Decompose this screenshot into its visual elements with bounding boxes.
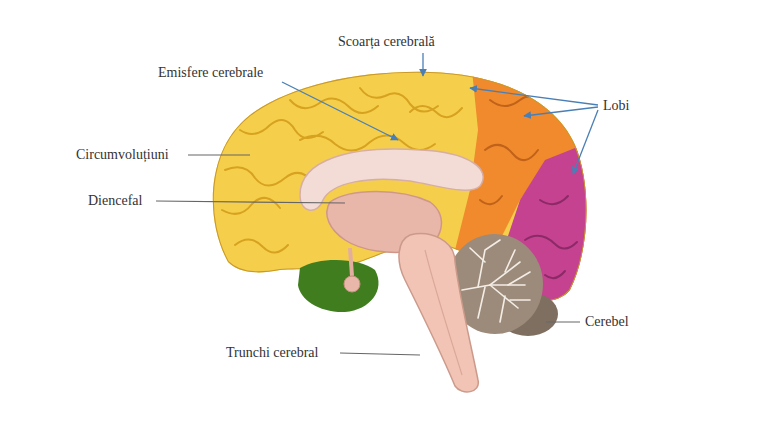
- brainstem-detail: [425, 250, 462, 375]
- part-label: Circumvoluțiuni: [76, 147, 169, 163]
- part-label: Cerebel: [585, 314, 629, 330]
- pituitary: [344, 276, 360, 292]
- part-label: Diencefal: [88, 193, 142, 209]
- part-label: Lobi: [603, 98, 629, 114]
- part-label: Trunchi cerebral: [226, 345, 318, 361]
- leader-lines: [156, 155, 580, 355]
- cerebrum: [180, 50, 620, 330]
- brainstem: [399, 234, 478, 392]
- part-label: Scoarța cerebrală: [338, 34, 435, 50]
- frontal-parietal-lobe: [180, 50, 620, 330]
- occipital-lobe: [490, 130, 620, 330]
- hypothalamus-region: [298, 260, 379, 312]
- pituitary-stalk: [350, 248, 352, 276]
- leader-lines: [282, 53, 598, 174]
- part-label: Emisfere cerebrale: [158, 65, 263, 81]
